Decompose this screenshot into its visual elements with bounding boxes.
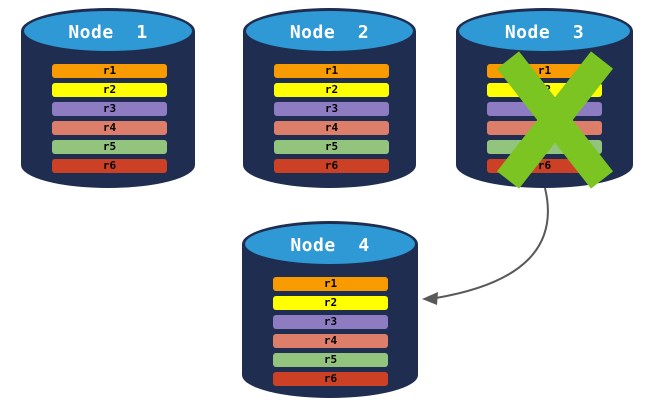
partition-r4: r4 [273,334,388,348]
node-3: Node 3 r1 r2 r3 r4 r5 r6 [456,8,633,188]
partition-r3: r3 [52,102,167,116]
partition-r3: r3 [273,315,388,329]
partition-r6: r6 [52,159,167,173]
partition-r3: r3 [487,102,602,116]
partition-r3: r3 [274,102,389,116]
partition-r2: r2 [52,83,167,97]
partition-r2: r2 [274,83,389,97]
partition-r4: r4 [274,121,389,135]
failover-arrowhead-icon [422,292,438,305]
node-1: Node 1 r1 r2 r3 r4 r5 r6 [21,8,195,188]
partition-r5: r5 [273,353,388,367]
partition-list: r1 r2 r3 r4 r5 r6 [487,64,602,173]
cylinder-top: Node 2 [243,8,416,54]
partition-r2: r2 [273,296,388,310]
node-label: Node 2 [289,21,370,43]
failover-arrow-shaft [435,187,549,299]
partition-r6: r6 [274,159,389,173]
partition-r4: r4 [52,121,167,135]
node-4: Node 4 r1 r2 r3 r4 r5 r6 [242,221,418,398]
partition-r5: r5 [274,140,389,154]
partition-r5: r5 [487,140,602,154]
failover-arrow [422,187,549,305]
partition-list: r1 r2 r3 r4 r5 r6 [52,64,167,173]
partition-r1: r1 [52,64,167,78]
partition-list: r1 r2 r3 r4 r5 r6 [273,277,388,386]
partition-r6: r6 [273,372,388,386]
partition-list: r1 r2 r3 r4 r5 r6 [274,64,389,173]
cylinder-top: Node 1 [21,8,195,54]
cylinder-top: Node 4 [242,221,418,267]
partition-r1: r1 [274,64,389,78]
node-label: Node 4 [290,234,370,256]
partition-r1: r1 [487,64,602,78]
partition-r1: r1 [273,277,388,291]
node-2: Node 2 r1 r2 r3 r4 r5 r6 [243,8,416,188]
cylinder-top: Node 3 [456,8,633,54]
partition-r2: r2 [487,83,602,97]
node-label: Node 3 [504,21,585,43]
partition-r5: r5 [52,140,167,154]
node-label: Node 1 [68,21,148,43]
partition-r4: r4 [487,121,602,135]
partition-r6: r6 [487,159,602,173]
